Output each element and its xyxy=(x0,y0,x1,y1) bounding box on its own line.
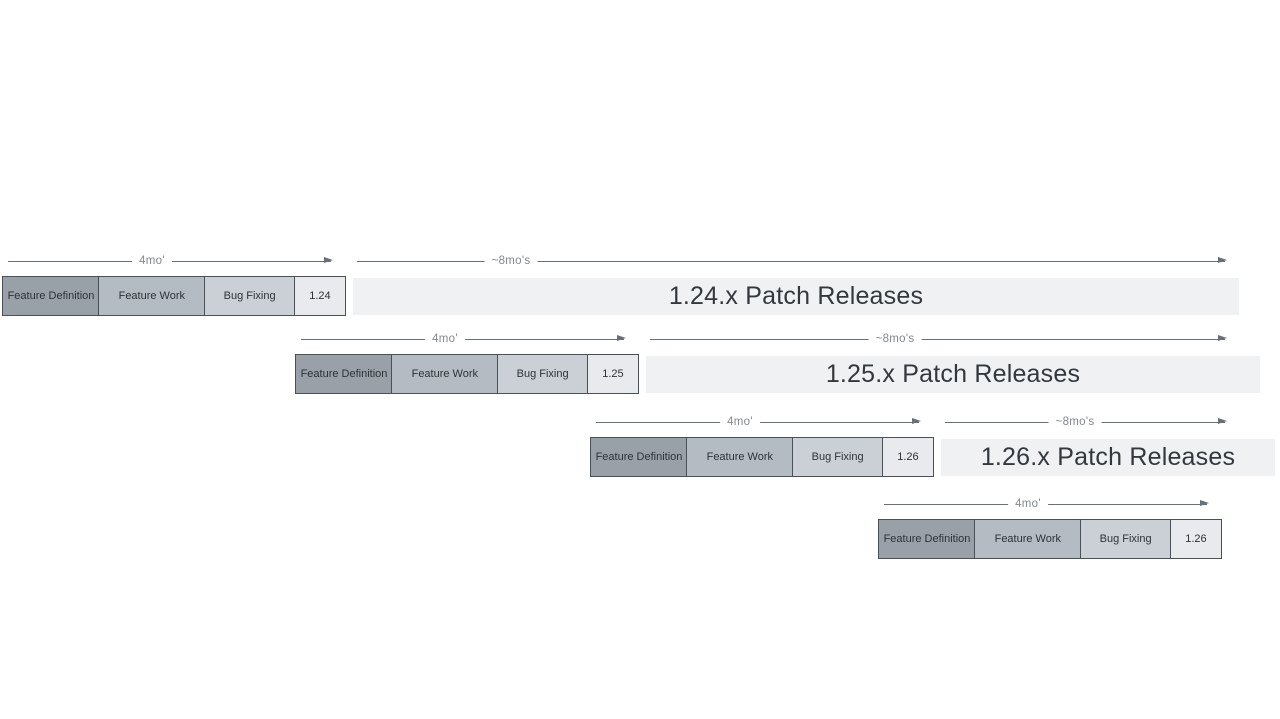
patch-duration-arrow xyxy=(357,257,1227,263)
patch-duration-label: ~8mo's xyxy=(868,333,922,346)
phase-label-bug-fixing: Bug Fixing xyxy=(1099,532,1152,545)
version-label: 1.26 xyxy=(1185,532,1207,545)
version-box: 1.26 xyxy=(881,437,934,477)
phase-box-bug-fixing: Bug Fixing xyxy=(791,437,884,477)
cycle-duration-arrow xyxy=(596,418,921,424)
phase-box-bug-fixing: Bug Fixing xyxy=(496,354,589,394)
patch-duration-arrow xyxy=(650,335,1227,341)
patch-releases-label: 1.26.x Patch Releases xyxy=(980,443,1236,471)
phase-box-feature-work: Feature Work xyxy=(391,354,499,394)
phase-label-feature-definition: Feature Definition xyxy=(7,289,95,302)
phase-box-feature-definition: Feature Definition xyxy=(295,354,393,394)
phase-label-feature-work: Feature Work xyxy=(118,289,186,302)
phase-label-feature-work: Feature Work xyxy=(706,450,774,463)
version-box: 1.24 xyxy=(293,276,346,316)
patch-duration-label: ~8mo's xyxy=(1048,416,1102,429)
patch-releases-bar: 1.24.x Patch Releases xyxy=(353,278,1239,315)
phase-label-feature-work: Feature Work xyxy=(994,532,1062,545)
cycle-duration-label: 4mo' xyxy=(720,416,760,429)
version-box: 1.26 xyxy=(1169,519,1222,559)
version-box: 1.25 xyxy=(586,354,639,394)
phase-label-bug-fixing: Bug Fixing xyxy=(516,367,569,380)
cycle-duration-label: 4mo' xyxy=(132,255,172,268)
cycle-duration-arrow xyxy=(301,335,626,341)
phase-box-feature-work: Feature Work xyxy=(98,276,206,316)
release-phase-boxes: Feature Definition Feature Work Bug Fixi… xyxy=(878,519,1222,559)
phase-box-bug-fixing: Bug Fixing xyxy=(1079,519,1172,559)
release-phase-boxes: Feature Definition Feature Work Bug Fixi… xyxy=(590,437,934,477)
phase-box-feature-definition: Feature Definition xyxy=(878,519,976,559)
phase-box-feature-work: Feature Work xyxy=(686,437,794,477)
phase-label-bug-fixing: Bug Fixing xyxy=(223,289,276,302)
patch-duration-label: ~8mo's xyxy=(484,255,538,268)
phase-box-feature-definition: Feature Definition xyxy=(590,437,688,477)
cycle-duration-arrow xyxy=(8,257,333,263)
phase-box-feature-definition: Feature Definition xyxy=(2,276,100,316)
release-phase-boxes: Feature Definition Feature Work Bug Fixi… xyxy=(295,354,639,394)
patch-releases-bar: 1.26.x Patch Releases xyxy=(941,439,1275,476)
version-label: 1.24 xyxy=(309,289,331,302)
patch-releases-label: 1.25.x Patch Releases xyxy=(825,360,1081,388)
patch-releases-label: 1.24.x Patch Releases xyxy=(668,282,924,310)
version-label: 1.25 xyxy=(602,367,624,380)
release-phase-boxes: Feature Definition Feature Work Bug Fixi… xyxy=(2,276,346,316)
phase-label-feature-definition: Feature Definition xyxy=(595,450,683,463)
patch-releases-bar: 1.25.x Patch Releases xyxy=(646,356,1260,393)
cycle-duration-label: 4mo' xyxy=(1008,498,1048,511)
phase-label-feature-work: Feature Work xyxy=(411,367,479,380)
version-label: 1.26 xyxy=(897,450,919,463)
cycle-duration-arrow xyxy=(884,500,1209,506)
phase-box-bug-fixing: Bug Fixing xyxy=(203,276,296,316)
phase-label-feature-definition: Feature Definition xyxy=(300,367,388,380)
phase-box-feature-work: Feature Work xyxy=(974,519,1082,559)
phase-label-feature-definition: Feature Definition xyxy=(883,532,971,545)
cycle-duration-label: 4mo' xyxy=(425,333,465,346)
phase-label-bug-fixing: Bug Fixing xyxy=(811,450,864,463)
patch-duration-arrow xyxy=(945,418,1227,424)
